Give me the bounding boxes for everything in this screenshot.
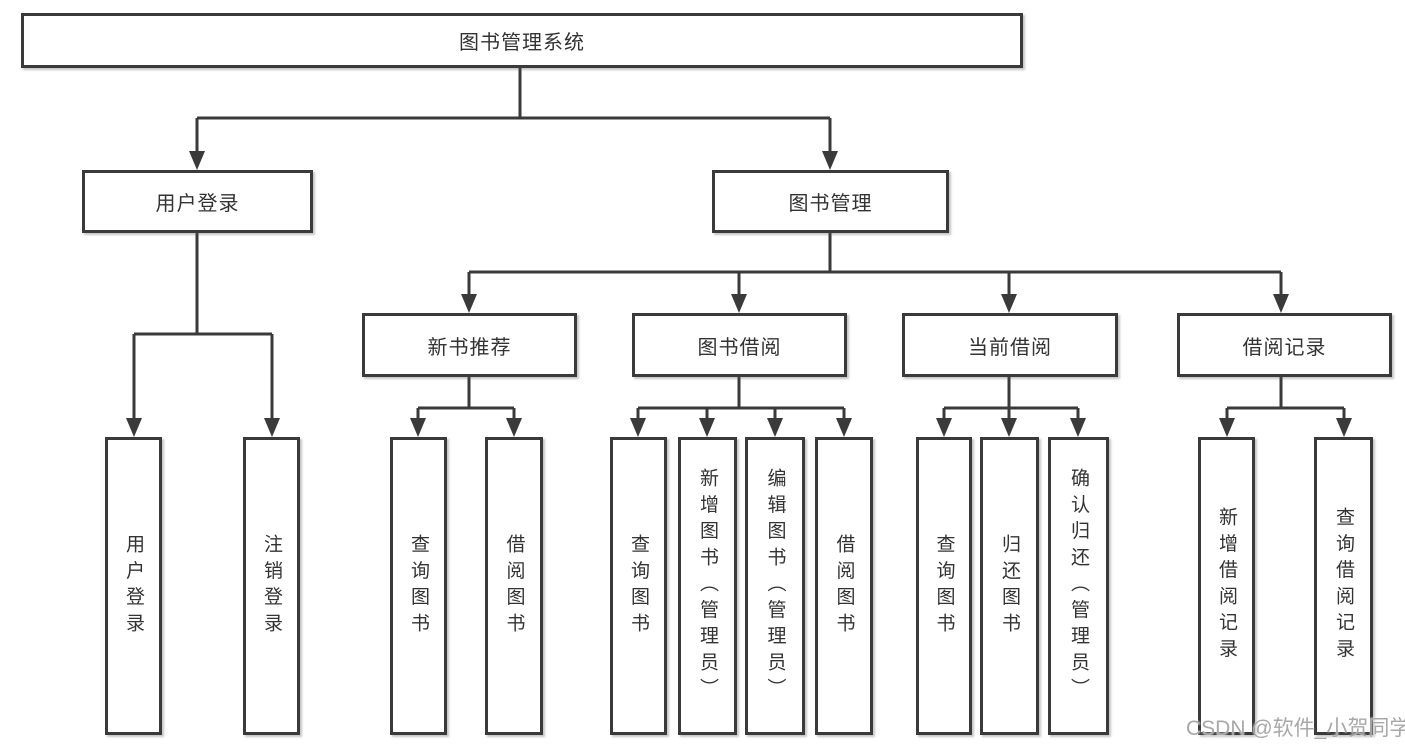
leaf-current-query-books: 查询图书 [916,437,972,735]
connector-book-management [461,233,1289,313]
node-book-management: 图书管理 [712,170,949,233]
node-new-book-recommend-label: 新书推荐 [427,336,512,359]
leaf-edit-books-admin: 编辑图书（管理员） [745,437,805,735]
leaf-recommend-query-books: 查询图书 [390,437,447,735]
leaf-confirm-return-admin-label: 确认归还（管理员） [1068,468,1089,704]
connector-new-book-recommend [410,377,522,437]
connector-borrow-records [1219,377,1352,437]
leaf-recommend-borrow-books-label: 借阅图书 [503,533,525,639]
leaf-confirm-return-admin: 确认归还（管理员） [1048,437,1109,735]
node-borrow-records-label: 借阅记录 [1242,336,1327,359]
leaf-logout-label: 注销登录 [261,533,282,639]
leaf-return-books-label: 归还图书 [999,533,1020,639]
leaf-current-query-books-label: 查询图书 [933,533,955,639]
node-borrow-records: 借阅记录 [1177,313,1392,377]
leaf-add-borrow-record-label: 新增借阅记录 [1216,507,1237,665]
connector-root [189,68,838,170]
node-current-borrow-label: 当前借阅 [968,336,1052,359]
node-book-management-label: 图书管理 [788,193,873,215]
connector-book-borrow [630,377,852,437]
connector-user-login [126,233,280,437]
node-current-borrow: 当前借阅 [902,313,1118,377]
leaf-recommend-query-books-label: 查询图书 [408,533,429,639]
leaf-query-borrow-record-label: 查询借阅记录 [1333,507,1354,665]
leaf-add-books-admin-label: 新增图书（管理员） [697,468,718,704]
node-book-borrow-label: 图书借阅 [697,336,782,359]
node-book-borrow: 图书借阅 [632,313,847,377]
node-root-label: 图书管理系统 [459,32,585,54]
leaf-query-borrow-record: 查询借阅记录 [1314,437,1373,735]
leaf-borrow-query-books-label: 查询图书 [628,533,649,639]
node-user-login: 用户登录 [82,170,313,233]
leaf-borrow-books-label: 借阅图书 [833,533,855,639]
node-root: 图书管理系统 [21,13,1023,68]
leaf-user-login: 用户登录 [105,437,162,735]
leaf-borrow-query-books: 查询图书 [610,437,667,735]
csdn-watermark: CSDN @软件_小贺同学 [1186,717,1405,740]
connector-current-borrow [936,377,1086,437]
leaf-add-borrow-record: 新增借阅记录 [1198,437,1255,735]
leaf-add-books-admin: 新增图书（管理员） [678,437,737,735]
leaf-logout: 注销登录 [243,437,300,735]
node-new-book-recommend: 新书推荐 [362,313,577,377]
leaf-edit-books-admin-label: 编辑图书（管理员） [764,468,786,704]
node-user-login-label: 用户登录 [155,193,240,215]
leaf-recommend-borrow-books: 借阅图书 [485,437,543,735]
leaf-return-books: 归还图书 [980,437,1039,735]
leaf-user-login-label: 用户登录 [123,533,144,639]
leaf-borrow-books: 借阅图书 [815,437,873,735]
